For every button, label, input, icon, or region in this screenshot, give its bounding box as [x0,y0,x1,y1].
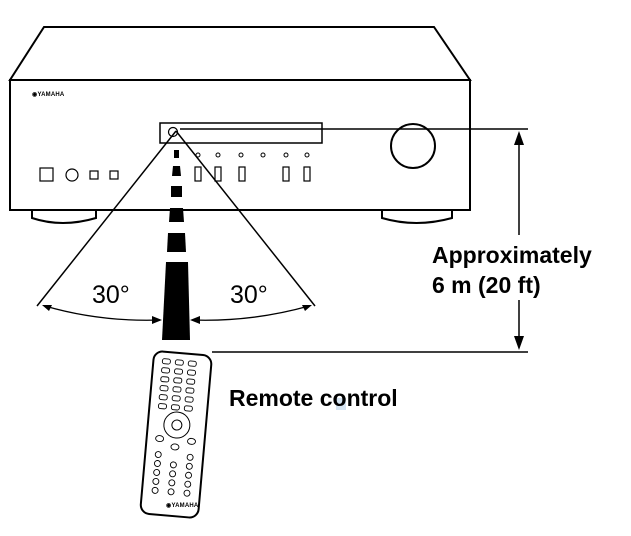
power-switch [39,167,54,182]
distance-label-line2: 6 m (20 ft) [432,272,541,298]
arrowhead-arc-right-a [190,316,200,324]
front-button-1 [89,170,99,180]
arrowhead-dimension-down [514,336,524,350]
distance-label-line1: Approximately [432,242,592,268]
selector-switch-2 [214,166,222,182]
main-unit-foot-left [31,209,97,224]
dimension-arrowheads [514,131,524,350]
angle-arcs [44,305,310,321]
main-unit [8,26,472,224]
indicator-dot-5 [283,152,289,158]
selector-switch-1 [194,166,202,182]
arrowhead-arc-left-b [152,316,162,324]
arrowhead-dimension-up [514,131,524,145]
remote-control-label: Remote control [229,385,398,411]
ir-beam-seg-2 [172,166,181,176]
main-unit-foot-right [381,209,453,224]
selector-switch-3 [238,166,246,182]
arrowhead-arc-right-b [302,305,312,311]
selector-switch-4 [282,166,290,182]
ir-beam [162,150,190,340]
angle-label-left: 30° [92,281,130,309]
distance-dimension [180,128,528,353]
distance-label: Approximately 6 m (20 ft) [432,240,592,300]
brand-logo-main-unit: ◉YAMAHA [32,92,65,98]
cone-edge-right [175,130,316,307]
indicator-dot-3 [238,152,244,158]
phones-jack [65,168,79,182]
signal-cone [36,130,316,307]
remote-dpad-center [171,419,183,431]
remote-button-grid [157,358,197,412]
angle-label-right: 30° [230,281,268,309]
selector-switch-5 [303,166,311,182]
remote-control [139,350,213,519]
indicator-dot-4 [260,152,266,158]
remote-side-buttons [155,435,196,451]
indicator-dot-6 [304,152,310,158]
indicator-dot-2 [215,152,221,158]
angle-arrowheads [42,305,312,324]
remote-lower-buttons [151,451,194,497]
ir-beam-seg-5 [167,233,186,252]
ir-beam-seg-3 [171,186,182,197]
front-button-2 [109,170,119,180]
angle-arc-right [191,305,310,321]
display-window [159,122,323,144]
volume-knob [390,123,436,169]
angle-arc-left [44,305,161,321]
ir-beam-seg-1 [174,150,179,158]
main-unit-top [8,26,472,81]
arrowhead-arc-left-a [42,305,52,311]
ir-beam-seg-4 [169,208,184,222]
cone-edge-left [36,130,177,307]
text-cursor-highlight [336,398,346,410]
ir-beam-seg-6 [162,262,190,340]
brand-logo-remote: ◉YAMAHA [166,503,199,509]
